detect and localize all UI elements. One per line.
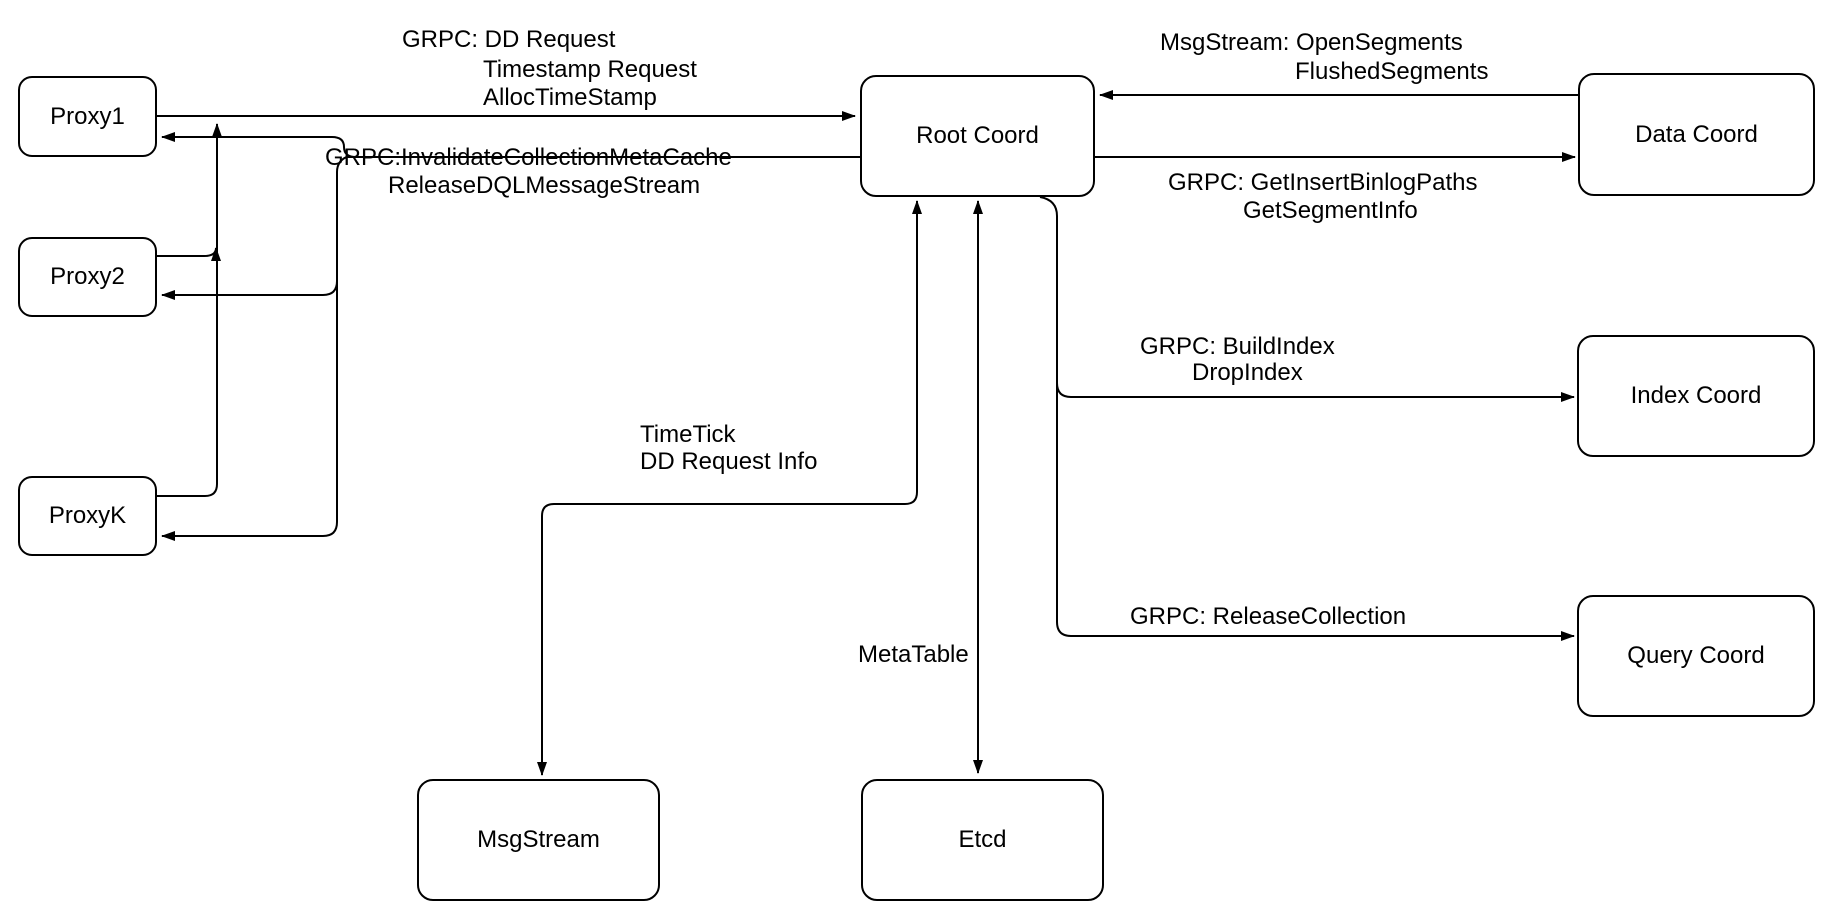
edge-proxy-merge-vertical <box>157 123 222 497</box>
label-data-to-root-line2: FlushedSegments <box>1295 58 1489 85</box>
label-root-to-query: GRPC: ReleaseCollection <box>1130 603 1407 630</box>
label-root-to-proxy-line2: ReleaseDQLMessageStream <box>388 172 701 199</box>
label-root-to-proxy-line1: GRPC:InvalidateCollectionMetaCache <box>325 144 732 171</box>
node-query-coord: Query Coord <box>1577 595 1815 717</box>
edge-root-coord-msgstream <box>537 200 922 776</box>
label-proxy-to-root-line2: Timestamp Request <box>483 56 697 83</box>
label-root-to-index-line2: DropIndex <box>1192 359 1303 386</box>
node-msgstream: MsgStream <box>417 779 660 901</box>
node-data-coord: Data Coord <box>1578 73 1815 196</box>
node-proxyk: ProxyK <box>18 476 157 556</box>
node-etcd: Etcd <box>861 779 1104 901</box>
label-proxy-to-root-line3: AllocTimeStamp <box>483 84 657 111</box>
label-root-to-data-line2: GetSegmentInfo <box>1243 197 1418 224</box>
edge-root-coord-to-index-coord <box>1056 382 1575 402</box>
node-root-coord: Root Coord <box>860 75 1095 197</box>
label-root-to-etcd: MetaTable <box>858 641 969 668</box>
edge-root-coord-to-query-coord <box>1039 196 1575 641</box>
label-proxy-to-root-line1: GRPC: DD Request <box>402 26 616 53</box>
edge-root-coord-to-proxy2 <box>161 280 338 300</box>
label-data-to-root-line1: MsgStream: OpenSegments <box>1160 29 1463 56</box>
edge-root-coord-to-proxy1 <box>161 132 860 158</box>
node-index-coord: Index Coord <box>1577 335 1815 457</box>
label-root-to-index-line1: GRPC: BuildIndex <box>1140 333 1335 360</box>
node-proxy2: Proxy2 <box>18 237 157 317</box>
edge-proxy2-merge <box>157 247 221 262</box>
label-root-to-msgstream-line1: TimeTick <box>640 421 736 448</box>
label-root-to-data-line1: GRPC: GetInsertBinlogPaths <box>1168 169 1478 196</box>
edge-root-coord-to-proxyk <box>161 155 350 541</box>
node-proxy1: Proxy1 <box>18 76 157 157</box>
label-root-to-msgstream-line2: DD Request Info <box>640 448 818 475</box>
